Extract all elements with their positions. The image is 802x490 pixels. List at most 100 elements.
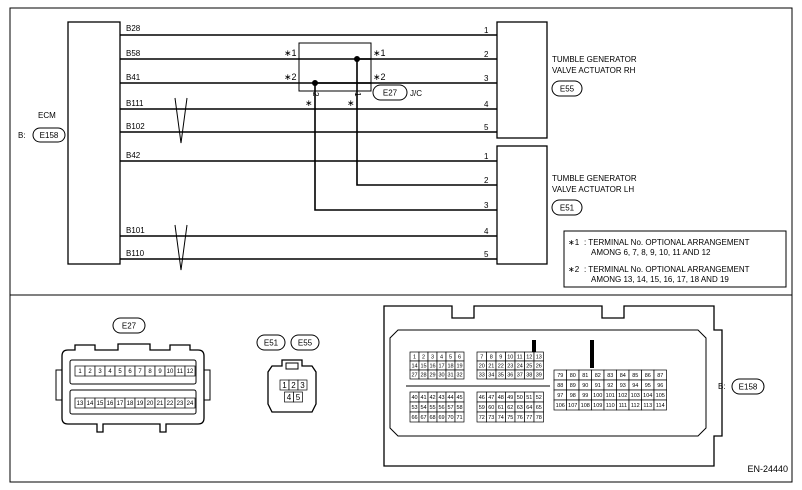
actuator-lh-title-2: VALVE ACTUATOR LH <box>552 185 634 194</box>
pin-number: 74 <box>498 415 504 421</box>
pin-cell: 104 <box>641 389 655 401</box>
pin-cell: 65 <box>533 401 544 413</box>
pin-box <box>454 411 465 423</box>
pin-number: 38 <box>526 372 532 378</box>
pin-number: 54 <box>420 405 426 411</box>
pin-cell: 12 <box>524 351 535 362</box>
pin-cell: 77 <box>524 411 535 423</box>
pin-number: 90 <box>582 383 588 389</box>
pin-number: 9 <box>499 354 502 360</box>
pin-box <box>533 369 544 380</box>
pin-number: 7 <box>480 354 483 360</box>
pin-number: 40 <box>411 395 417 401</box>
pin-cell: 70 <box>445 411 456 423</box>
pin-cell: 1 <box>409 351 420 362</box>
pin-cell: 100 <box>591 389 605 401</box>
pin-cell: 15 <box>418 360 429 371</box>
pin-number: 1 <box>282 381 287 390</box>
pin-number: 83 <box>607 373 613 379</box>
e158-key-left <box>532 340 536 360</box>
e158-connector-label: E158 <box>739 383 758 392</box>
pin-number: 10 <box>507 354 513 360</box>
actuator-lh-pin-2: 2 <box>484 176 489 185</box>
pin-cell: 83 <box>603 369 617 381</box>
pin-number: 99 <box>582 393 588 399</box>
pin-cell: 14 <box>84 397 96 409</box>
ecm-connector-badge <box>32 127 66 143</box>
pin-number: 73 <box>488 415 494 421</box>
pin-cell: 21 <box>154 397 166 409</box>
ecm-pin-b28: B28 <box>126 24 141 33</box>
pin-cell: 1 <box>279 379 290 391</box>
pin-cell: 109 <box>591 399 605 411</box>
pin-number: 27 <box>411 372 417 378</box>
e158-connector-prefix: B: <box>718 382 726 391</box>
jc-splice-dot-1 <box>354 56 360 62</box>
pin-cell: 34 <box>486 369 497 380</box>
pin-cell: 79 <box>553 369 567 381</box>
pin-number: 100 <box>593 393 602 399</box>
pin-number: 82 <box>595 373 601 379</box>
pin-cell: 4 <box>436 351 447 362</box>
pin-number: 52 <box>536 395 542 401</box>
pin-number: 72 <box>479 415 485 421</box>
pin-number: 20 <box>147 401 154 407</box>
legend-mark-2: ∗2 <box>568 265 580 274</box>
pin-number: 39 <box>536 372 542 378</box>
pin-cell: 84 <box>616 369 630 381</box>
pin-cell: 106 <box>553 399 567 411</box>
actuator-rh-connector-id: E55 <box>560 85 575 94</box>
pin-cell: 102 <box>616 389 630 401</box>
pin-cell: 39 <box>533 369 544 380</box>
legend-box <box>563 230 787 288</box>
pin-cell: 85 <box>628 369 642 381</box>
pin-cell: 63 <box>514 401 525 413</box>
ecm-pin-b42: B42 <box>126 151 141 160</box>
pin-number: 1 <box>78 369 82 375</box>
pin-number: 105 <box>656 393 665 399</box>
pin-cell: 47 <box>486 391 497 403</box>
pin-cell: 99 <box>578 389 592 401</box>
pin-number: 7 <box>138 369 142 375</box>
jc-box <box>298 42 372 92</box>
pin-number: 14 <box>411 363 417 369</box>
pin-number: 13 <box>536 354 542 360</box>
pin-number: 63 <box>517 405 523 411</box>
pin-box <box>454 369 465 380</box>
pin-cell: 62 <box>505 401 516 413</box>
pin-cell: 24 <box>514 360 525 371</box>
pin-cell: 55 <box>427 401 438 413</box>
pin-number: 18 <box>447 363 453 369</box>
pin-number: 107 <box>568 403 577 409</box>
pin-cell: 86 <box>641 369 655 381</box>
pin-number: 15 <box>420 363 426 369</box>
legend-text-2b: AMONG 13, 14, 15, 16, 17, 18 AND 19 <box>591 275 729 284</box>
diagram-frame <box>9 7 793 483</box>
pin-cell: 22 <box>164 397 176 409</box>
ecm-pin-b110: B110 <box>126 249 145 258</box>
pin-cell: 67 <box>418 411 429 423</box>
e55-connector-badge <box>290 334 320 351</box>
pin-box <box>293 391 303 403</box>
pin-number: 37 <box>517 372 523 378</box>
pin-cell: 41 <box>418 391 429 403</box>
pin-cell: 78 <box>533 411 544 423</box>
pin-number: 41 <box>420 395 426 401</box>
pin-cell: 22 <box>495 360 506 371</box>
pin-number: 2 <box>88 369 92 375</box>
pin-cell: 112 <box>628 399 642 411</box>
pin-cell: 27 <box>409 369 420 380</box>
pin-number: 19 <box>137 401 144 407</box>
pin-number: 4 <box>108 369 112 375</box>
pin-number: 81 <box>582 373 588 379</box>
pin-number: 42 <box>429 395 435 401</box>
pin-cell: 7 <box>134 365 146 377</box>
ecm-pin-b101: B101 <box>126 226 145 235</box>
pin-cell: 71 <box>454 411 465 423</box>
pin-cell: 2 <box>418 351 429 362</box>
